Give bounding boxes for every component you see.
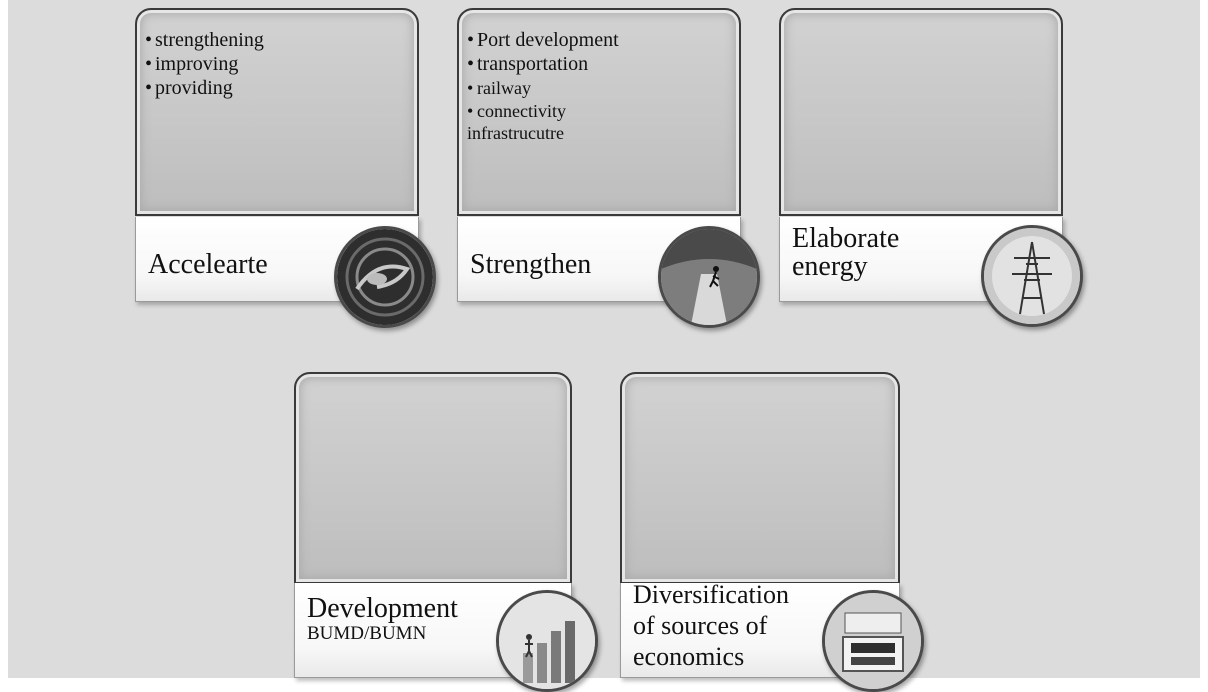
bullet-item: improving — [145, 52, 264, 76]
card-top-panel — [779, 8, 1063, 216]
running-figure-icon — [658, 226, 760, 328]
bullet-list: strengthening improving providing — [145, 28, 264, 100]
diagram-canvas: strengthening improving providing Accele… — [8, 0, 1200, 692]
card-label: Strengthen — [470, 249, 592, 280]
card-label: Development BUMD/BUMN — [307, 595, 458, 645]
bullet-item: connectivity infrastrucutre — [467, 100, 619, 144]
bullet-item: railway — [467, 76, 619, 100]
card-label-line: Diversification — [633, 580, 789, 609]
card-label-line: Elaborate — [792, 223, 900, 254]
growth-bars-icon — [496, 590, 598, 692]
card-label-line: of sources of — [633, 611, 768, 640]
abstract-swirl-icon — [334, 226, 436, 328]
card-top-panel — [294, 372, 572, 584]
card-label-line: economics — [633, 642, 745, 671]
cash-register-icon — [822, 590, 924, 692]
card-top-panel: strengthening improving providing — [135, 8, 419, 216]
bullet-item: transportation — [467, 52, 619, 76]
card-label: Elaborate energy — [792, 225, 899, 281]
card-label-line: Development — [307, 593, 458, 624]
card-label-line: energy — [792, 251, 868, 282]
card-label-line: BUMD/BUMN — [307, 623, 427, 644]
bullet-item: Port development — [467, 28, 619, 52]
power-tower-icon — [981, 225, 1083, 327]
card-label: Accelearte — [148, 249, 268, 280]
bullet-list: Port development transportation railway … — [467, 28, 619, 144]
bullet-item: providing — [145, 76, 264, 100]
card-label: Diversification of sources of economics — [633, 579, 789, 672]
bullet-item: strengthening — [145, 28, 264, 52]
card-top-panel: Port development transportation railway … — [457, 8, 741, 216]
card-top-panel — [620, 372, 900, 584]
